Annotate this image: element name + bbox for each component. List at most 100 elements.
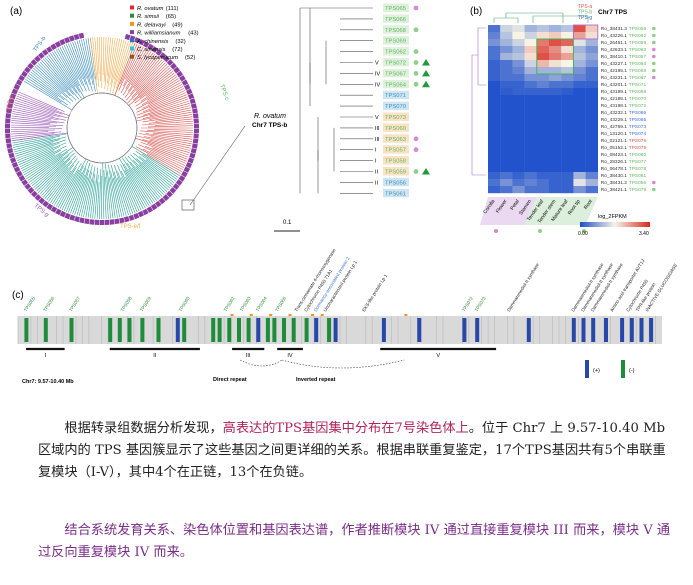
tree-branch <box>11 115 65 124</box>
heatmap-cell <box>561 172 574 180</box>
heatmap-cell <box>561 60 574 68</box>
module-label: IV <box>287 353 293 359</box>
heatmap-cell <box>585 46 598 54</box>
pink-circle-marker <box>652 54 656 59</box>
tree-branch <box>145 146 186 164</box>
ring-tile <box>18 175 26 182</box>
leaf-bg <box>383 123 409 132</box>
heatmap-cell <box>536 95 550 103</box>
p2-text: 结合系统发育关系、染色体位置和基因表达谱，作者推断模块 IV 通过直接重复模块 … <box>38 523 671 560</box>
green-circle-marker <box>538 229 542 233</box>
heatmap-cell <box>573 130 586 138</box>
tree-branch <box>102 36 105 76</box>
tree-branch <box>76 176 89 216</box>
tree-leaf-label: TPS057 <box>385 148 406 154</box>
clade-label: TPS-a <box>6 94 15 112</box>
heatmap-cell <box>512 179 525 187</box>
chromosome-label: Chr7: 9.57-10.40 Mb <box>22 379 74 385</box>
heatmap-row-tps: TPS056 <box>629 180 647 186</box>
green-circle-marker <box>652 68 656 73</box>
heatmap-row-tps: TPS071 <box>629 82 647 88</box>
tree-branch <box>142 148 184 170</box>
tree-leaf-label: TPS061 <box>385 191 406 197</box>
gene-mark <box>117 318 122 342</box>
heatmap-cell <box>573 165 586 173</box>
tree-branch <box>68 167 87 213</box>
tree-branch <box>23 80 73 111</box>
ring-tile <box>104 219 110 225</box>
heatmap-cell <box>585 109 598 117</box>
tree-branch <box>22 154 56 174</box>
heatmap-cell <box>512 95 525 103</box>
leaf-module: IV <box>375 82 381 88</box>
heatmap-cell <box>512 88 525 96</box>
ring-tile <box>16 170 23 178</box>
figure: (a) R. ovatum(111)R. simsii(65)R. delava… <box>4 3 678 385</box>
tree-branch <box>133 67 171 101</box>
ring-tile <box>46 46 53 53</box>
ring-tile <box>150 203 158 211</box>
heatmap-cell <box>488 102 501 110</box>
heatmap-cell <box>536 109 550 117</box>
tree-branch <box>83 38 94 85</box>
tree-branch <box>137 65 169 95</box>
ring-tile <box>119 217 125 224</box>
green-circle-marker <box>413 60 419 65</box>
heatmap-cell <box>573 151 586 159</box>
tree-branch <box>149 139 191 151</box>
ring-tile <box>151 46 159 53</box>
heatmap-cell <box>488 60 501 68</box>
inset-callout-box <box>181 199 195 211</box>
tree-branch <box>12 111 59 121</box>
leaf-module: I <box>375 159 377 165</box>
heatmap-cell <box>524 95 537 103</box>
heatmap-row-gene: Ro_38421.1 <box>601 187 627 193</box>
heatmap-cell <box>549 130 562 138</box>
ring-tile <box>8 152 15 159</box>
tree-branch <box>147 143 189 158</box>
gene-mark <box>43 318 48 342</box>
green-circle-marker <box>413 169 419 174</box>
legend-count: (49) <box>172 22 182 28</box>
heatmap-cell <box>488 39 501 47</box>
tree-branch <box>72 162 91 215</box>
tree-branch <box>124 156 159 200</box>
heatmap-cell <box>561 130 574 138</box>
heatmap-cell <box>524 186 537 194</box>
tree-branch <box>139 130 193 136</box>
heatmap-cell <box>488 186 501 194</box>
tree-leaf-label: TPS066 <box>385 17 406 23</box>
legend-swatch <box>130 21 134 26</box>
heatmap-row-tps: TPS078 <box>629 166 647 172</box>
tree-branch <box>147 125 194 128</box>
heatmap-cell <box>488 123 501 131</box>
heatmap-cell <box>488 46 501 54</box>
heatmap-cell <box>500 186 513 194</box>
gene-mark <box>217 318 222 342</box>
ring-tile <box>64 212 71 220</box>
tree-branch <box>57 169 80 208</box>
gene-mark <box>140 318 145 342</box>
heatmap-cell <box>573 123 586 131</box>
tree-branch <box>46 55 72 89</box>
heatmap-cell <box>536 151 550 159</box>
pink-circle-marker <box>652 47 656 52</box>
ring-tile <box>27 187 35 194</box>
heatmap-cell <box>549 186 562 194</box>
tree-branch <box>131 62 166 98</box>
ring-tile <box>154 200 162 208</box>
ring-tile <box>6 143 13 149</box>
heatmap-row-tps: TPS079 <box>629 187 647 193</box>
tree-branch <box>12 113 52 121</box>
small-gene-mark <box>249 314 253 316</box>
heatmap-cell <box>573 25 586 33</box>
heatmap-row-gene: Ro_38430.1 <box>601 173 627 179</box>
heatmap-cell <box>488 81 501 89</box>
tree-branch <box>117 164 138 213</box>
heatmap-cell <box>536 130 550 138</box>
tree-branch <box>153 129 194 131</box>
tree-branch <box>33 160 65 189</box>
heatmap-row-gene: Ro_02121.1 <box>601 138 627 144</box>
heatmap-cell <box>561 123 574 131</box>
ring-tile <box>172 183 180 190</box>
